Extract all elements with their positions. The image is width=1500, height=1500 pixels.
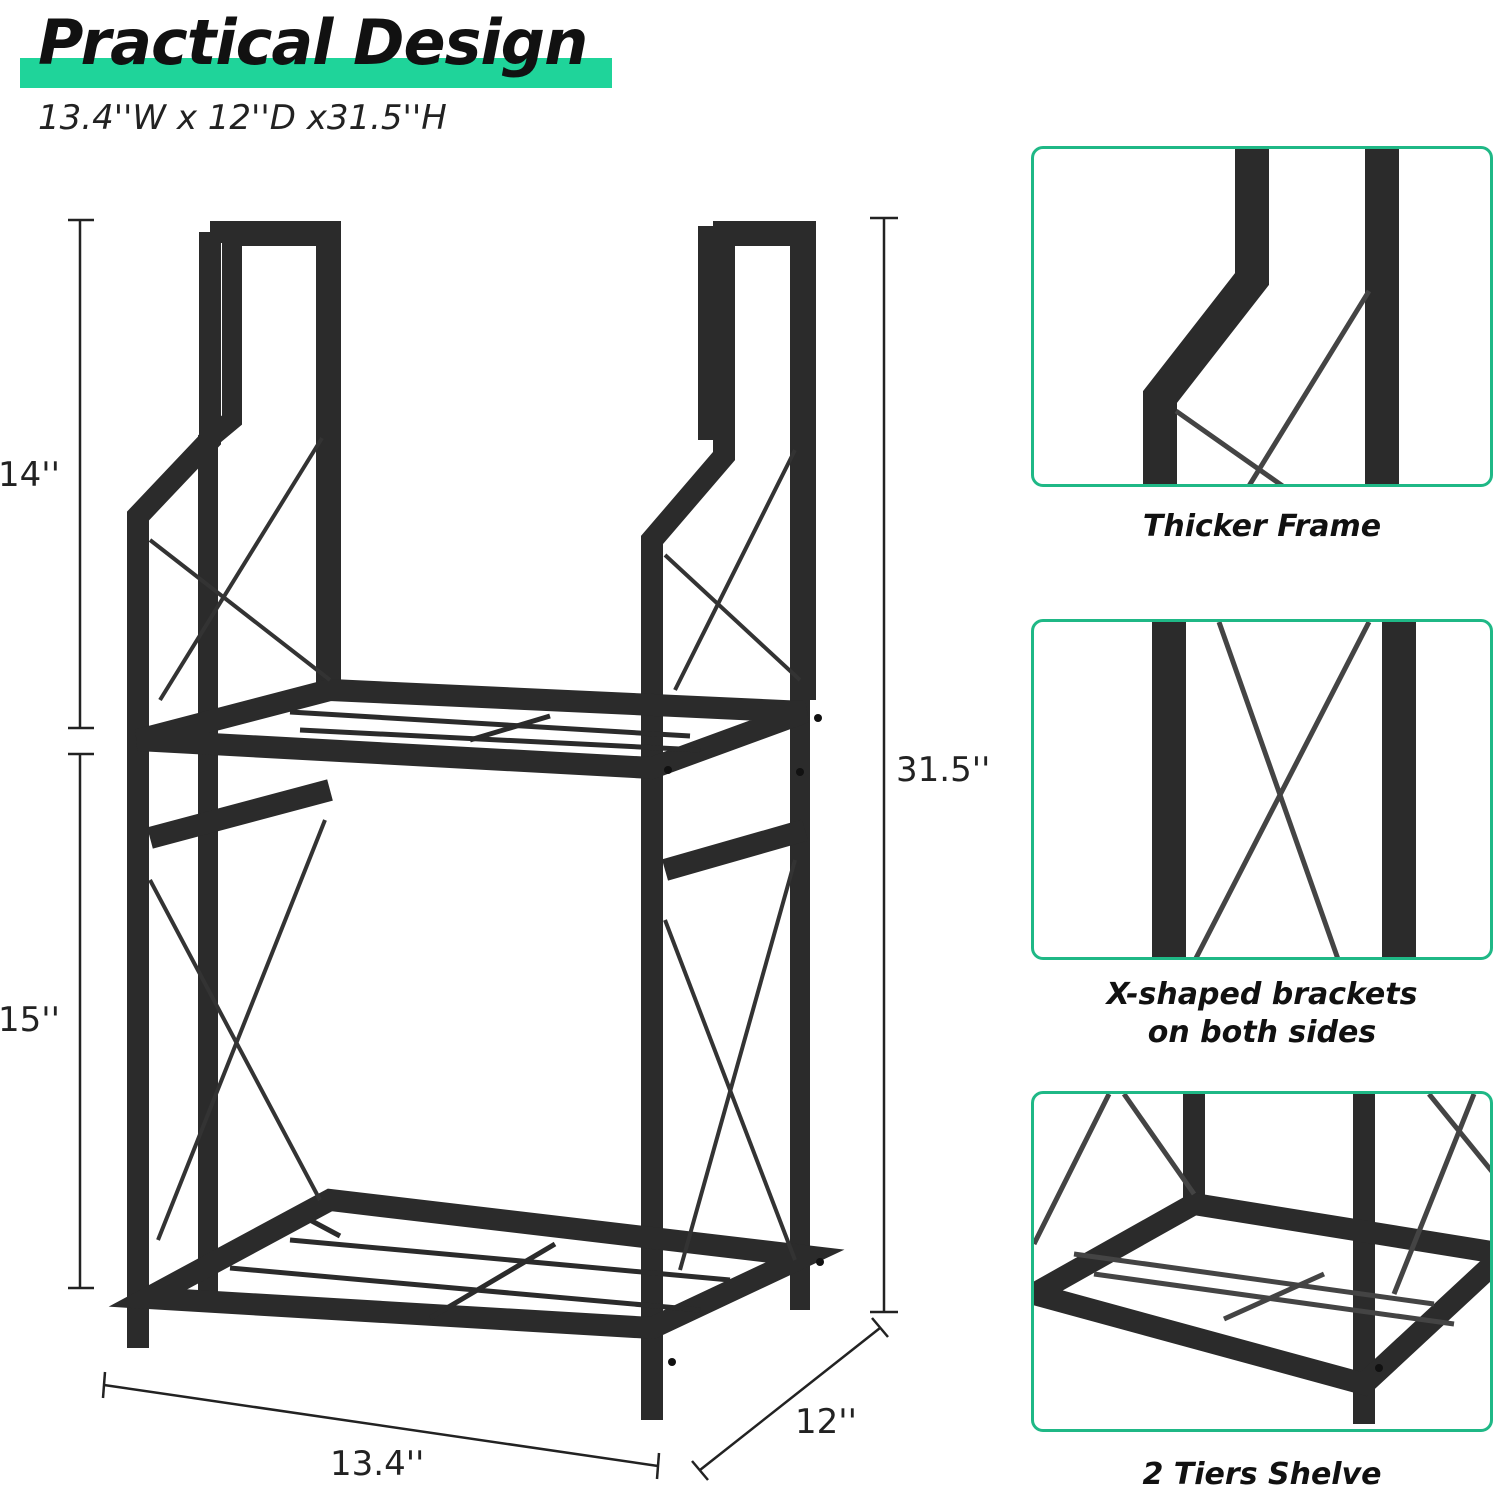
x-brackets-caption-line2: on both sides	[1147, 1015, 1377, 1050]
title-underline	[20, 58, 612, 88]
page-title: Practical Design	[38, 6, 588, 79]
dimension-lines	[68, 216, 898, 1481]
x-brackets-caption-line1: X-shaped brackets	[1106, 977, 1418, 1012]
two-tiers-caption: 2 Tiers Shelve	[1142, 1457, 1382, 1492]
depth-label: 12''	[795, 1402, 857, 1442]
shelf-closeup	[1034, 1094, 1490, 1424]
product-illustration	[68, 216, 898, 1481]
upper-height-label: 14''	[0, 455, 60, 495]
feature-panel-2-tiers	[1031, 1091, 1493, 1432]
rack-frame	[108, 221, 845, 1420]
frame-bolts	[664, 714, 824, 1366]
width-label: 13.4''	[330, 1444, 425, 1484]
feature-panel-thicker-frame	[1031, 146, 1493, 487]
feature-panel-x-brackets	[1031, 619, 1493, 960]
product-dimensions: 13.4''W x 12''D x31.5''H	[38, 98, 447, 138]
total-height-label: 31.5''	[896, 750, 991, 790]
thicker-frame-caption: Thicker Frame	[1142, 509, 1382, 544]
x-brackets	[148, 436, 802, 1271]
lower-height-label: 15''	[0, 1000, 60, 1040]
x-brackets-closeup	[1152, 622, 1416, 957]
thicker-frame-closeup	[1143, 149, 1399, 484]
